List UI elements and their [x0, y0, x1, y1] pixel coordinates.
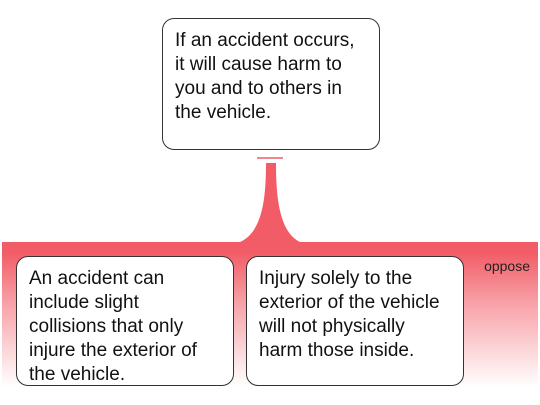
claim-node[interactable]: If an accident occurs, it will cause har… [162, 18, 380, 150]
premise-node-1[interactable]: An accident can include slight collision… [16, 256, 234, 386]
premise-text-1: An accident can include slight collision… [29, 268, 197, 385]
claim-text: If an accident occurs, it will cause har… [175, 30, 355, 123]
premise-node-2[interactable]: Injury solely to the exterior of the veh… [246, 256, 464, 386]
oppose-label: oppose [484, 258, 530, 274]
premise-text-2: Injury solely to the exterior of the veh… [259, 268, 440, 361]
oppose-connector [240, 163, 300, 242]
